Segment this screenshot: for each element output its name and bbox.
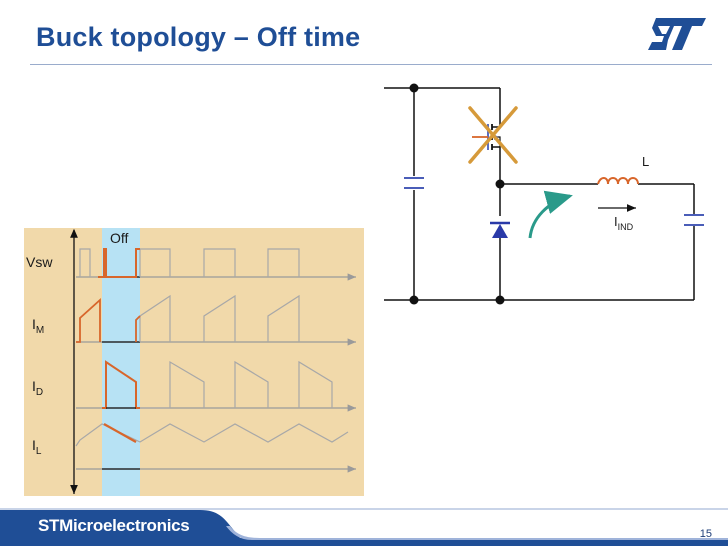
switch-off-cross-icon (468, 106, 518, 164)
vsw-wave (79, 248, 300, 277)
brand-wordmark: STMicroelectronics (38, 516, 190, 535)
inductor-icon (597, 177, 639, 185)
id-highlight (102, 360, 140, 409)
inductor-label: L (642, 154, 649, 169)
il-highlight (103, 423, 137, 443)
slide-title: Buck topology – Off time (36, 22, 361, 52)
off-label: Off (110, 230, 129, 246)
im-wave (139, 294, 300, 342)
junction-dots (409, 83, 505, 305)
id-wave (140, 360, 333, 409)
freewheel-diode-icon (490, 221, 510, 238)
waveform-panel: Off Vsw IM ID IL (24, 228, 364, 496)
input-capacitor (404, 177, 424, 189)
freewheel-current-arrow-icon (528, 190, 573, 239)
im-label: IM (32, 316, 44, 336)
buck-circuit (384, 87, 695, 301)
il-label: IL (32, 437, 42, 457)
vsw-highlight (98, 248, 140, 278)
off-window (102, 228, 140, 496)
output-capacitor (684, 214, 704, 226)
vsw-label: Vsw (26, 254, 53, 270)
im-highlight (135, 315, 141, 342)
inductor-current-label: IIND (614, 214, 634, 232)
panel-background (24, 228, 364, 496)
st-logo-icon (648, 18, 706, 50)
page-number: 15 (699, 528, 712, 540)
title-divider (30, 64, 712, 65)
footer-bar (0, 508, 728, 546)
il-wave (75, 423, 349, 447)
id-label: ID (32, 378, 43, 398)
